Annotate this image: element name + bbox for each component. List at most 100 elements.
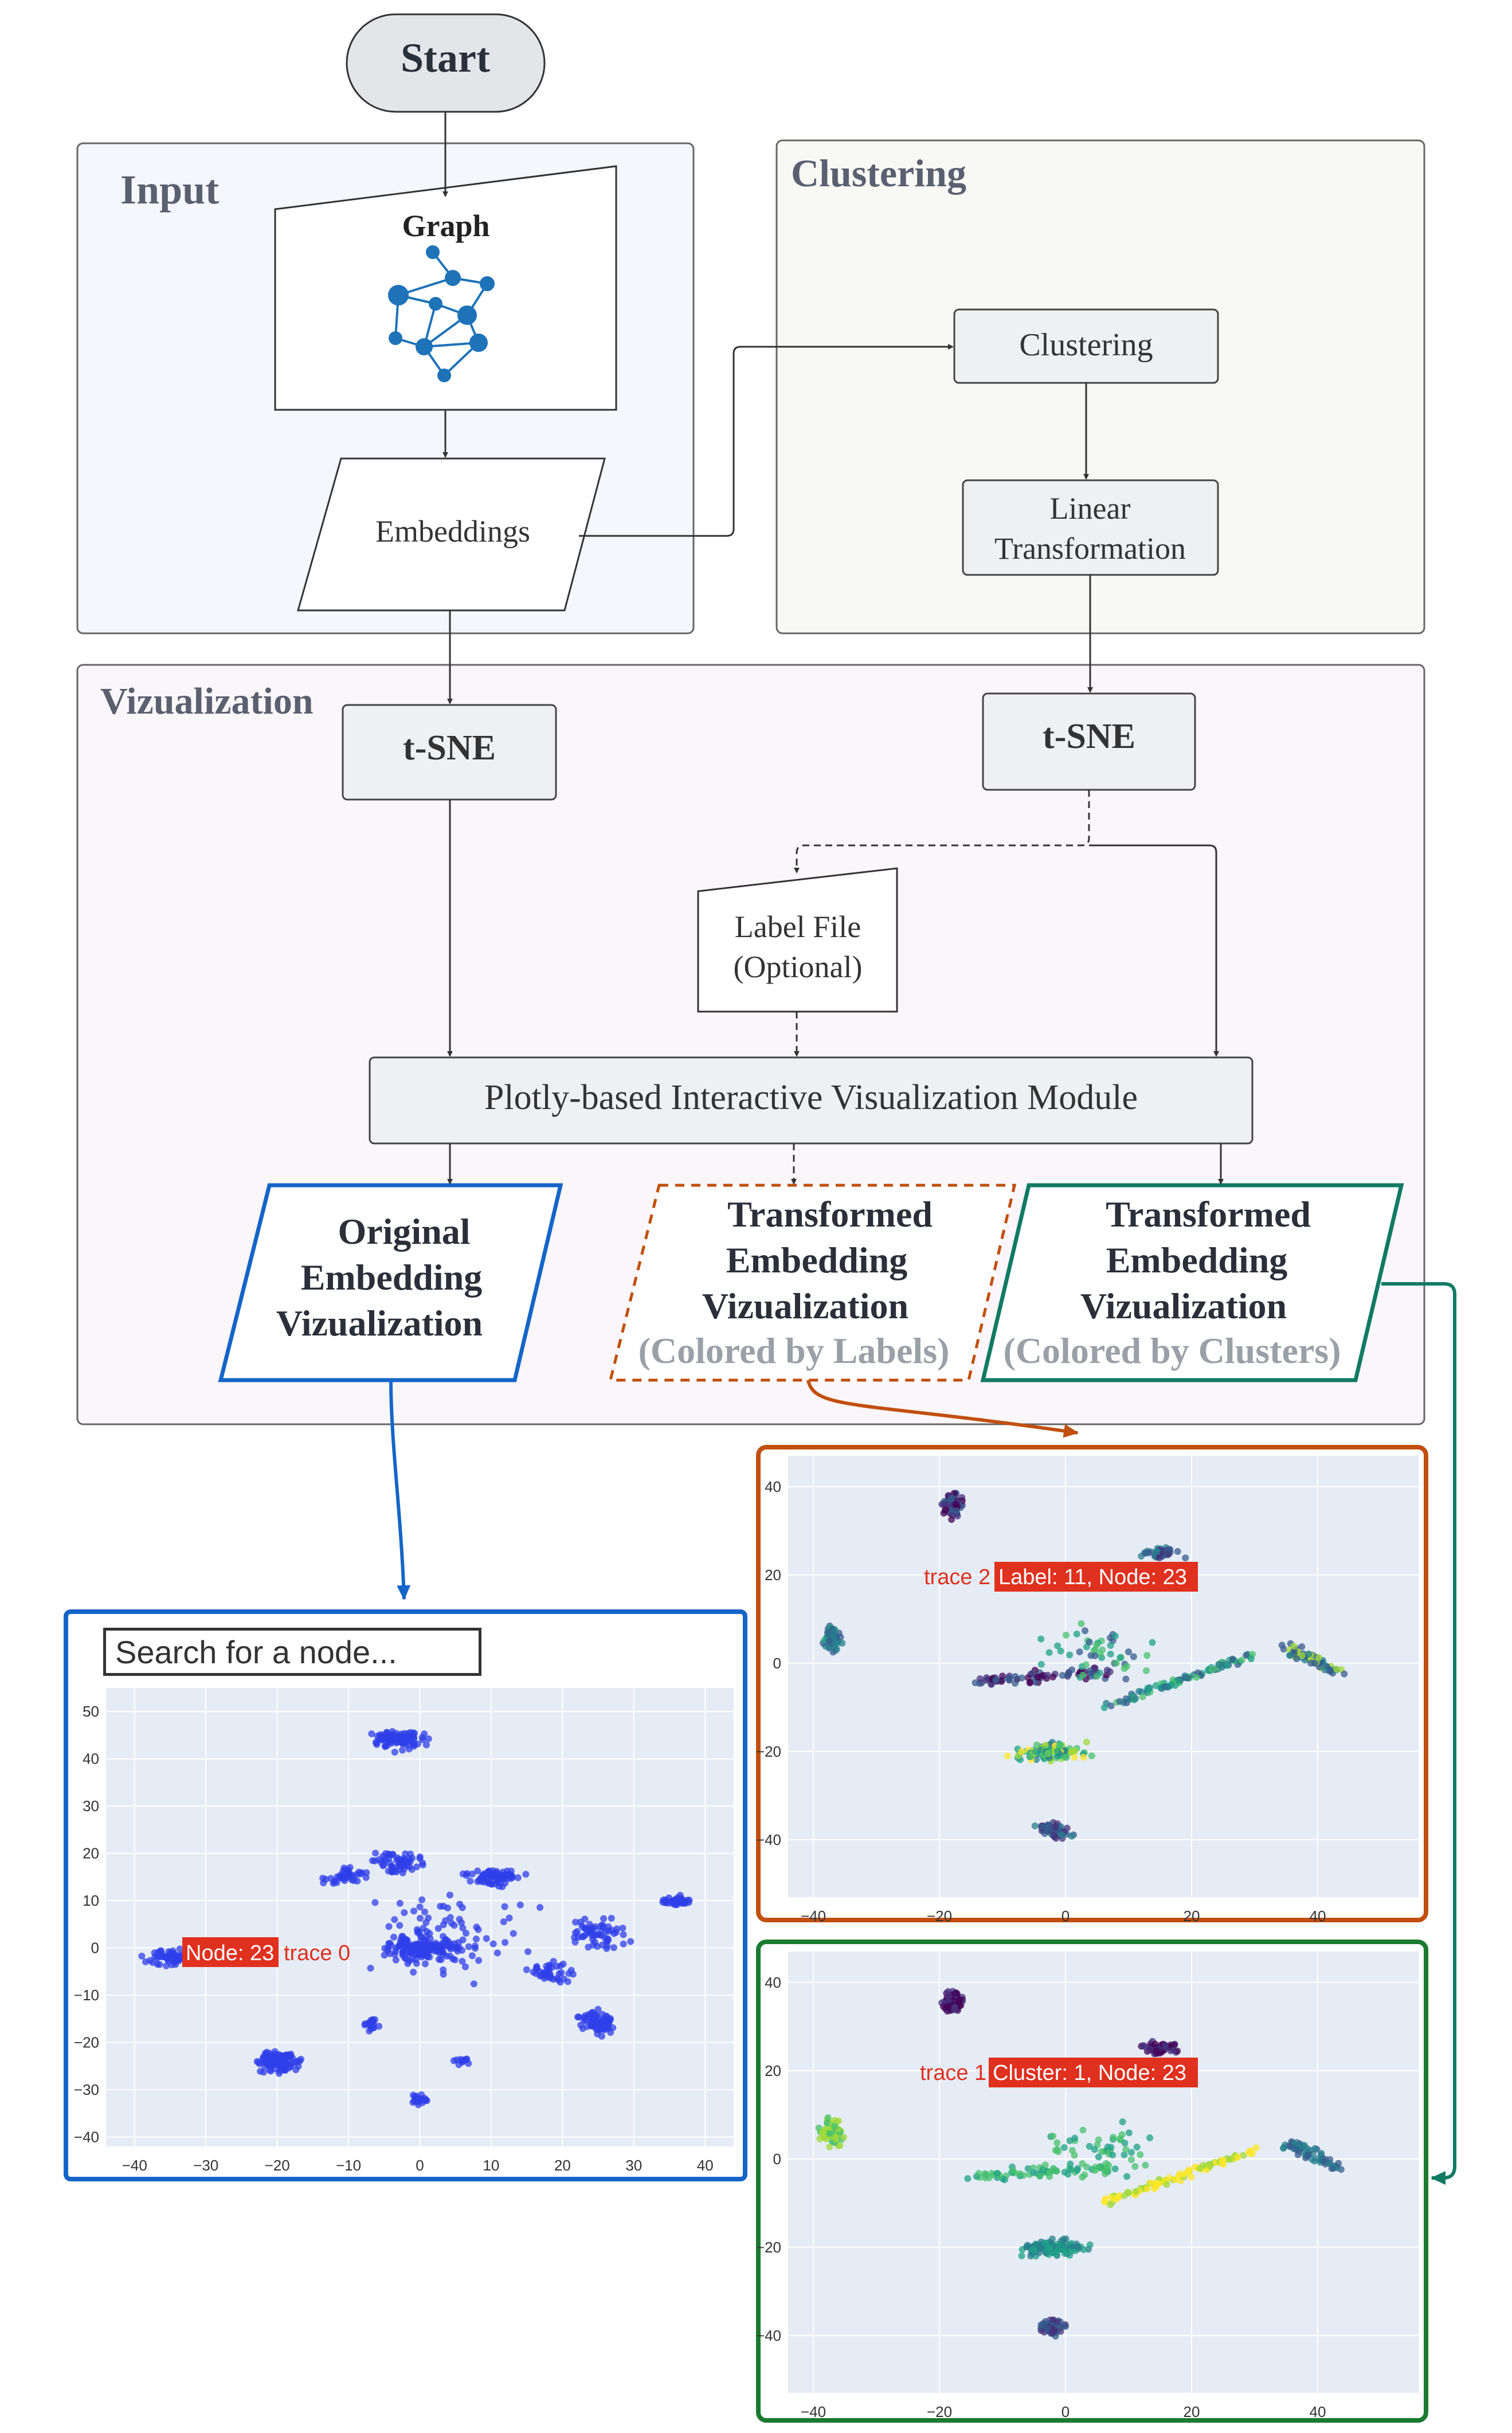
data-point [1327, 1668, 1334, 1675]
data-point [1146, 2045, 1154, 2052]
data-point [1016, 2170, 1024, 2177]
clusters-output-line2: Embedding [1106, 1240, 1288, 1280]
data-point [1037, 1660, 1045, 1668]
clustering-panel [775, 139, 1425, 634]
original-plot-points [138, 1728, 693, 2109]
data-point [1238, 1656, 1245, 1664]
data-point [1067, 2248, 1075, 2255]
data-point [1018, 1748, 1025, 1756]
data-point [834, 1639, 841, 1647]
data-point [422, 1741, 430, 1749]
data-point [1043, 2325, 1051, 2333]
data-point [399, 1869, 406, 1876]
data-point [488, 1873, 495, 1880]
data-point [620, 1931, 627, 1938]
data-point [1046, 2169, 1053, 2176]
data-point [401, 1909, 408, 1917]
data-point [1220, 2157, 1227, 2164]
data-point [1070, 1748, 1077, 1755]
data-point [446, 1891, 453, 1899]
data-point [396, 1922, 404, 1929]
labels-output-node[interactable] [608, 1184, 1017, 1382]
data-point [553, 1962, 561, 1970]
data-point [840, 2134, 848, 2141]
data-point [320, 1879, 327, 1887]
data-point [1004, 1752, 1011, 1760]
data-point [1073, 1630, 1080, 1637]
data-point [1234, 2153, 1241, 2161]
data-point [662, 1899, 669, 1907]
data-point [417, 1938, 424, 1946]
data-point [419, 1736, 426, 1744]
data-point [833, 1645, 840, 1653]
data-point [151, 1949, 158, 1957]
data-point [465, 1943, 472, 1950]
data-point [442, 1917, 449, 1924]
data-point [564, 1978, 571, 1985]
data-point [426, 1946, 434, 1954]
data-point [396, 1899, 404, 1907]
data-point [1079, 1671, 1087, 1679]
data-point [416, 1914, 424, 1922]
data-point [1061, 1753, 1068, 1761]
data-point [596, 2018, 603, 2025]
labels-tooltip-box [994, 1562, 1198, 1592]
data-point [260, 2068, 268, 2076]
labels-output-line2: Embedding [726, 1240, 908, 1280]
data-point [1127, 2149, 1135, 2156]
original-tooltip-trace: trace 0 [284, 1941, 350, 1965]
data-point [825, 2130, 833, 2137]
graph-node[interactable] [274, 165, 617, 411]
y-tick-label: 30 [83, 1797, 99, 1815]
embeddings-node[interactable] [297, 457, 606, 612]
data-point [594, 2005, 602, 2013]
x-tick-label: 40 [1310, 1907, 1326, 1925]
data-point [276, 2067, 283, 2075]
search-input[interactable]: Search for a node... [103, 1628, 481, 1676]
data-point [1151, 2040, 1159, 2048]
data-point [1044, 1671, 1051, 1679]
data-point [138, 1952, 146, 1960]
data-point [524, 1948, 532, 1956]
clustering-panel-title: Clustering [791, 151, 966, 195]
data-point [952, 1500, 959, 1508]
data-point [367, 2025, 375, 2032]
data-point [825, 1637, 833, 1644]
data-point [455, 1939, 463, 1946]
data-point [985, 2174, 993, 2181]
data-point [414, 1740, 421, 1748]
data-point [393, 1944, 400, 1952]
data-point [404, 1742, 412, 1749]
data-point [945, 1993, 953, 2000]
data-point [1100, 1704, 1108, 1711]
data-point [1054, 2246, 1061, 2254]
data-point [1117, 1654, 1124, 1662]
data-point [1031, 1822, 1039, 1829]
data-point [1131, 2162, 1139, 2170]
original-output-node[interactable] [218, 1183, 563, 1382]
data-point [1153, 2047, 1161, 2055]
data-point [1298, 1643, 1306, 1650]
data-point [942, 1506, 949, 1513]
data-point [1123, 1663, 1131, 1670]
data-point [948, 1516, 955, 1523]
tsne-right-label: t-SNE [1043, 717, 1135, 756]
data-point [451, 1922, 458, 1929]
data-point [281, 2067, 289, 2074]
plotly-module-node[interactable] [369, 1056, 1254, 1145]
data-point [1088, 1752, 1095, 1760]
clusters-output-node[interactable] [980, 1183, 1404, 1382]
data-point [502, 1939, 509, 1946]
data-point [1155, 1554, 1163, 1562]
data-point [1113, 1659, 1120, 1667]
data-point [1125, 1648, 1132, 1656]
data-point [1037, 1635, 1045, 1643]
label-file-node[interactable] [697, 867, 898, 1013]
data-point [1196, 2165, 1204, 2172]
y-tick-label: −20 [74, 2034, 99, 2051]
data-point [1161, 2042, 1169, 2049]
data-point [405, 1859, 412, 1866]
data-point [993, 2170, 1001, 2177]
data-point [410, 1907, 418, 1915]
network-graph-icon [388, 245, 495, 382]
